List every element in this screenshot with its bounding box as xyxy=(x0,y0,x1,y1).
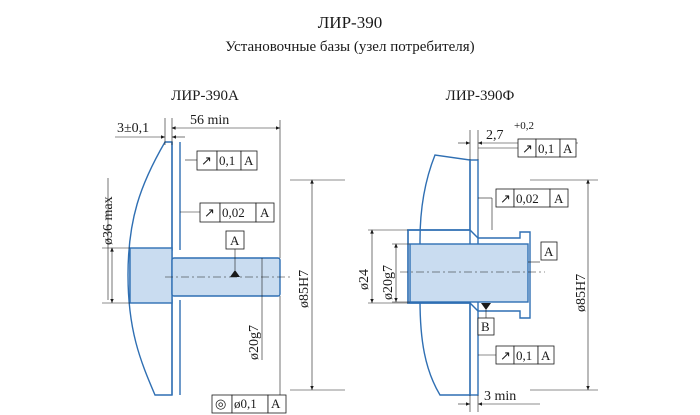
runout-icon: ↗ xyxy=(500,348,511,363)
left-dia-bore: ø85H7 xyxy=(297,270,312,308)
svg-text:0,1: 0,1 xyxy=(219,153,235,168)
right-datum-a: A xyxy=(528,241,558,263)
right-tolerance-runout-2: ↗ 0,02 A xyxy=(478,188,569,230)
right-housing-wall xyxy=(407,154,471,396)
left-tolerance-runout-1: ↗ 0,1 A xyxy=(185,150,258,171)
right-dim-min: 3 min xyxy=(484,389,516,404)
left-tolerance-runout-2: ↗ 0,02 A xyxy=(180,202,275,223)
svg-text:A: A xyxy=(230,233,240,248)
runout-icon: ↗ xyxy=(500,191,511,206)
right-dim-offset-tolerance: +0,2 xyxy=(514,120,534,132)
right-dim-offset: 2,7 xyxy=(486,128,504,143)
left-datum-a: A xyxy=(225,230,245,277)
right-bore xyxy=(409,243,529,303)
svg-text:A: A xyxy=(541,348,551,363)
svg-text:0,02: 0,02 xyxy=(222,205,245,220)
svg-text:B: B xyxy=(481,319,490,334)
left-bore xyxy=(129,247,173,304)
right-tolerance-runout-1: ↗ 0,1 A xyxy=(478,138,577,158)
left-housing-wall xyxy=(127,141,173,396)
concentricity-icon: ◎ xyxy=(215,396,226,411)
runout-icon: ↗ xyxy=(204,205,215,220)
left-tolerance-concentric: ◎ ø0,1 A xyxy=(211,296,287,414)
right-hollow-shaft xyxy=(407,229,531,319)
right-view: ЛИР-390Ф 2,7 +0,2 ø85H7 ø24 ø20g7 xyxy=(357,88,598,412)
runout-icon: ↗ xyxy=(522,141,533,156)
svg-text:A: A xyxy=(260,205,270,220)
svg-text:A: A xyxy=(244,153,254,168)
svg-text:ø0,1: ø0,1 xyxy=(234,396,257,411)
right-heading: ЛИР-390Ф xyxy=(446,88,515,104)
svg-text:A: A xyxy=(554,191,564,206)
left-dim-offset: 3±0,1 xyxy=(117,121,149,136)
right-dia-bore: ø85H7 xyxy=(574,274,589,312)
svg-text:A: A xyxy=(271,396,281,411)
right-dia-20: ø20g7 xyxy=(381,265,396,300)
left-view: ЛИР-390А 3±0,1 56 min ø36 max ø85H7 xyxy=(101,88,345,414)
left-dia-shaft: ø20g7 xyxy=(247,325,262,360)
svg-text:0,1: 0,1 xyxy=(516,348,532,363)
left-dim-length: 56 min xyxy=(190,113,229,128)
drawing-subtitle: Установочные базы (узел потребителя) xyxy=(225,39,474,55)
right-datum-b: B xyxy=(477,303,495,336)
left-dia-max: ø36 max xyxy=(101,196,116,245)
drawing-title: ЛИР-390 xyxy=(318,13,382,32)
svg-text:0,1: 0,1 xyxy=(538,141,554,156)
svg-text:0,02: 0,02 xyxy=(516,191,539,206)
svg-text:A: A xyxy=(563,141,573,156)
runout-icon: ↗ xyxy=(201,153,212,168)
right-dia-24: ø24 xyxy=(357,269,372,290)
left-heading: ЛИР-390А xyxy=(171,88,239,104)
right-tolerance-runout-3: ↗ 0,1 A xyxy=(478,345,555,365)
svg-text:A: A xyxy=(544,244,554,259)
